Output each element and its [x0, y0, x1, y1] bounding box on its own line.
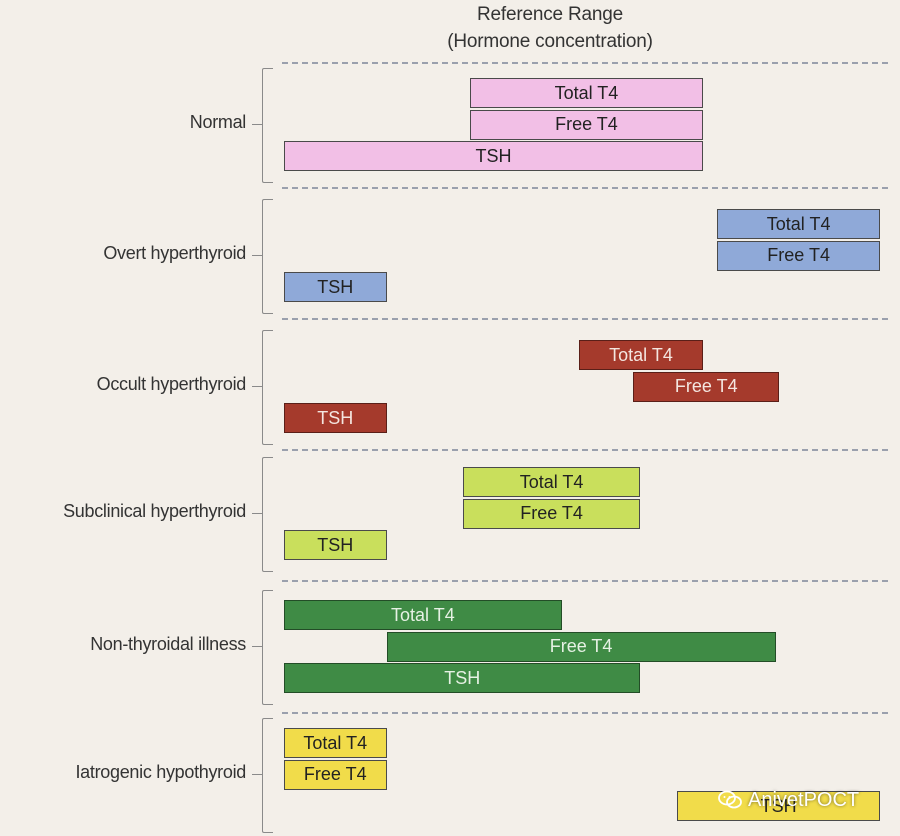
group-label-subclinical-hyperthyroid: Subclinical hyperthyroid: [63, 501, 246, 522]
occult-hyperthyroid-total-t4-bar: Total T4: [579, 340, 703, 370]
group-label-iatrogenic-hypothyroid: Iatrogenic hypothyroid: [75, 762, 246, 783]
bar-label: Total T4: [554, 82, 619, 103]
iatrogenic-hypothyroid-tsh-bar: TSH: [677, 791, 880, 821]
group-bracket: [262, 590, 273, 705]
bar-label: Free T4: [303, 764, 367, 784]
bar-label: Total T4: [519, 471, 584, 492]
group-bracket-tick: [252, 646, 262, 648]
bar-label: Free T4: [555, 114, 618, 134]
non-thyroidal-illness-tsh-bar: TSH: [284, 663, 641, 693]
subclinical-hyperthyroid-tsh-bar: TSH: [284, 530, 387, 560]
bar-label: Free T4: [549, 636, 613, 656]
group-label-overt-hyperthyroid: Overt hyperthyroid: [103, 243, 246, 264]
occult-hyperthyroid-tsh-bar: TSH: [284, 403, 387, 433]
bar-label: Total T4: [391, 604, 455, 625]
watermark-text: AnivetPOCT: [748, 788, 860, 811]
group-bracket-tick: [252, 774, 262, 776]
wechat-icon: [718, 790, 742, 809]
group-bracket: [262, 199, 273, 314]
group-label-occult-hyperthyroid: Occult hyperthyroid: [96, 374, 247, 395]
bar-label: TSH: [317, 534, 354, 555]
group-separator: [282, 318, 888, 320]
group-bracket-tick: [252, 255, 262, 257]
subclinical-hyperthyroid-total-t4-bar: Total T4: [462, 467, 641, 497]
watermark: AnivetPOCT: [718, 786, 859, 814]
bar-label: TSH: [760, 795, 797, 816]
bar-label: TSH: [475, 145, 512, 166]
subclinical-hyperthyroid-free-t4-bar: Free T4: [462, 498, 641, 529]
group-separator: [282, 62, 888, 64]
bar-label: TSH: [444, 667, 481, 688]
group-label-non-thyroidal-illness: Non-thyroidal illness: [90, 634, 246, 655]
group-separator: [282, 712, 888, 714]
bar-label: TSH: [317, 276, 354, 297]
diagram-title: Reference Range: [477, 4, 623, 25]
bar-label: Free T4: [674, 376, 738, 396]
non-thyroidal-illness-free-t4-bar: Free T4: [386, 631, 776, 662]
overt-hyperthyroid-tsh-bar: TSH: [284, 272, 387, 302]
normal-total-t4-bar: Total T4: [469, 78, 703, 108]
group-separator: [282, 449, 888, 451]
bar-label: Total T4: [609, 344, 673, 365]
group-separator: [282, 187, 888, 189]
non-thyroidal-illness-total-t4-bar: Total T4: [284, 600, 562, 630]
group-bracket-tick: [252, 386, 262, 388]
group-bracket: [262, 718, 273, 833]
group-bracket: [262, 457, 273, 572]
bar-label: Free T4: [520, 503, 583, 523]
bar-label: Total T4: [766, 213, 831, 234]
group-bracket-tick: [252, 513, 262, 515]
normal-free-t4-bar: Free T4: [469, 109, 703, 140]
occult-hyperthyroid-free-t4-bar: Free T4: [633, 371, 780, 402]
overt-hyperthyroid-total-t4-bar: Total T4: [717, 209, 880, 239]
iatrogenic-hypothyroid-free-t4-bar: Free T4: [284, 759, 387, 790]
group-bracket: [262, 330, 273, 445]
diagram-subtitle: (Hormone concentration): [447, 31, 653, 52]
group-separator: [282, 580, 888, 582]
iatrogenic-hypothyroid-total-t4-bar: Total T4: [284, 728, 387, 758]
normal-tsh-bar: TSH: [284, 141, 703, 171]
overt-hyperthyroid-free-t4-bar: Free T4: [717, 240, 880, 271]
group-bracket-tick: [252, 124, 262, 126]
bar-label: Total T4: [303, 732, 368, 753]
group-label-normal: Normal: [189, 112, 247, 133]
group-bracket: [262, 68, 273, 183]
bar-label: Free T4: [767, 245, 830, 265]
bar-label: TSH: [317, 407, 354, 428]
